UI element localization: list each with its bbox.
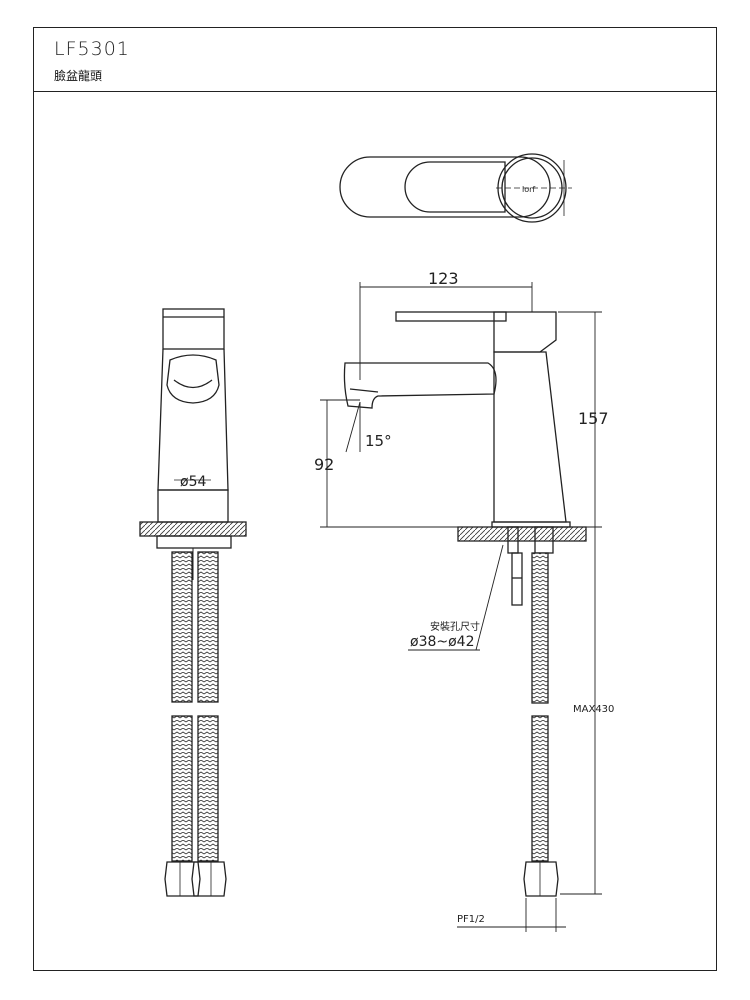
dimension-labels: 123 157 92 15° MAX430 PF1/2 安裝孔尺寸 ø38~ø4… xyxy=(314,269,614,925)
model-code: LF5301 xyxy=(54,38,130,60)
hole-size-label: 安裝孔尺寸 xyxy=(430,620,480,633)
front-view xyxy=(139,308,247,897)
thread-label: PF1/2 xyxy=(457,914,485,925)
top-view: lorf xyxy=(339,153,572,223)
max-length-label: MAX430 xyxy=(573,704,614,715)
spout-angle-label: 15° xyxy=(365,432,392,450)
height-total-label: 157 xyxy=(578,409,609,428)
title-block: LF5301 臉盆龍頭 xyxy=(34,28,716,92)
width-top-label: 123 xyxy=(428,269,459,288)
spout-height-label: 92 xyxy=(314,455,334,474)
side-view xyxy=(343,311,587,897)
product-name: 臉盆龍頭 xyxy=(54,69,103,83)
base-diameter-label: ø54 xyxy=(180,474,206,490)
svg-text:lorf: lorf xyxy=(522,185,535,194)
dimension-lines xyxy=(320,282,602,932)
hole-range-label: ø38~ø42 xyxy=(410,634,475,650)
drawing-sheet: LF5301 臉盆龍頭 xyxy=(33,27,717,971)
